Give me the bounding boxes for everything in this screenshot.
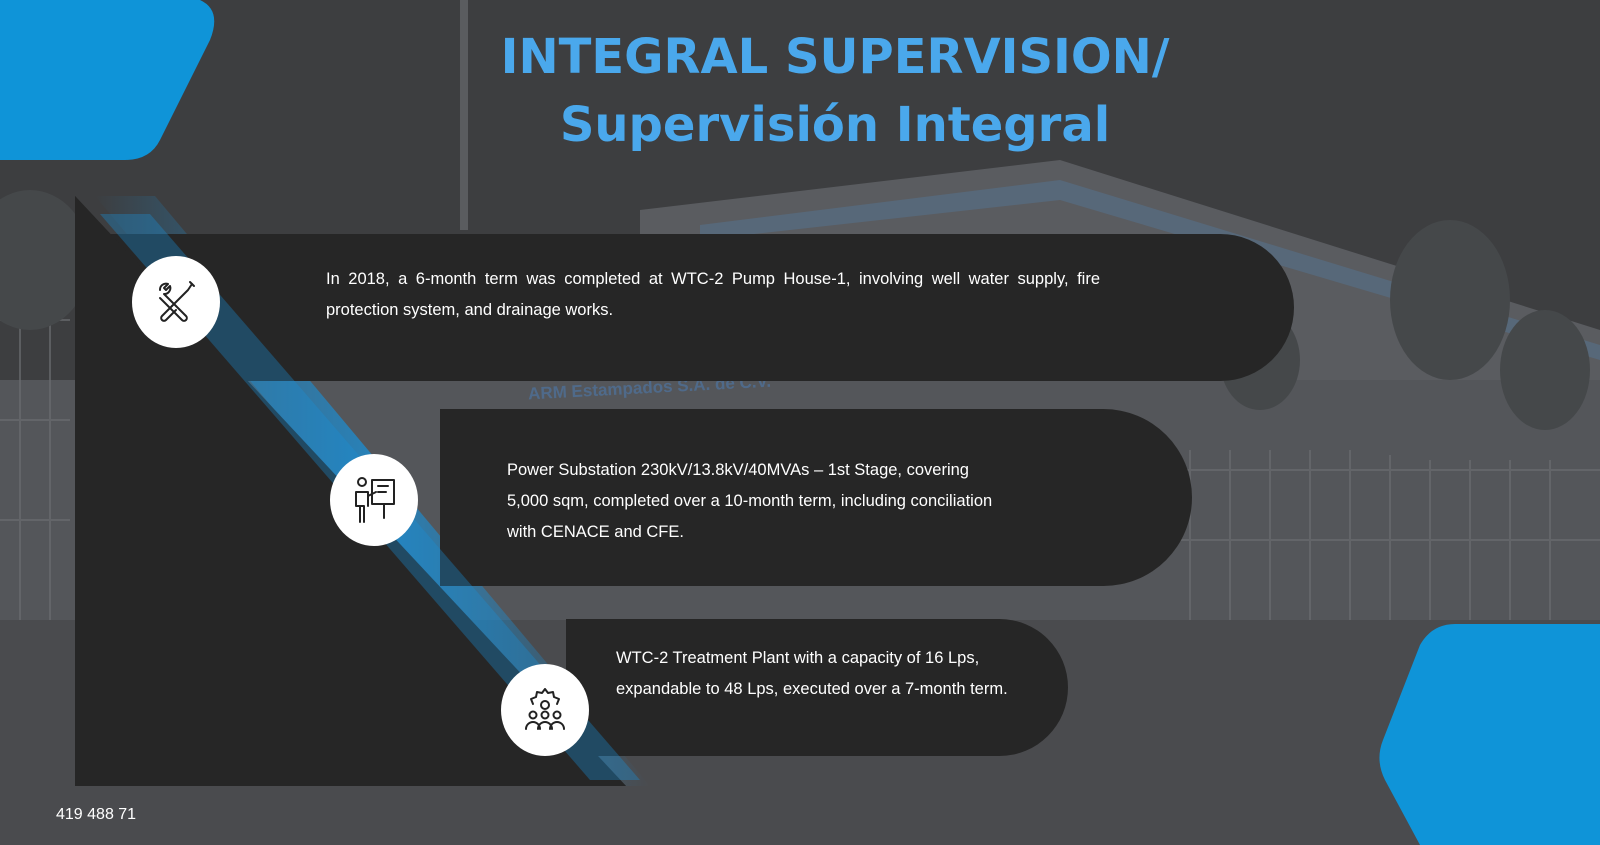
page-title-spanish: Supervisión Integral [559, 97, 1111, 153]
page-title-english: INTEGRAL SUPERVISION/ [500, 29, 1170, 85]
corner-hexagon-top-left [0, 0, 215, 160]
card-substation-text: Power Substation 230kV/13.8kV/40MVAs – 1… [507, 461, 993, 541]
team-gear-icon [501, 664, 589, 756]
card-treatment-plant [566, 619, 1068, 756]
card-treatment-plant-text: WTC-2 Treatment Plant with a capacity of… [616, 649, 1008, 698]
footer-code: 419 488 71 [56, 806, 137, 823]
card-pump-house-text: In 2018, a 6-month term was completed at… [326, 270, 1100, 319]
presenter-board-icon [330, 454, 418, 546]
corner-hexagon-bottom-right [1379, 624, 1600, 845]
tools-icon [132, 256, 220, 348]
